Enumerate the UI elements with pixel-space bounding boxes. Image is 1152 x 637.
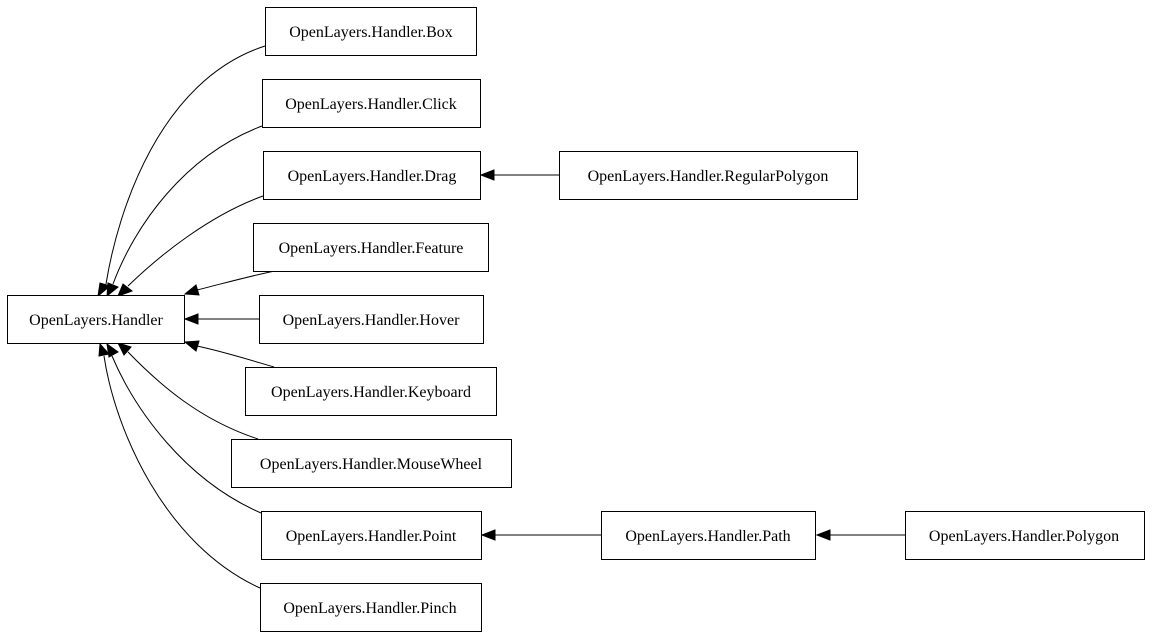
node-polygon[interactable]: OpenLayers.Handler.Polygon	[905, 511, 1145, 560]
edge-polygon-to-path	[815, 529, 905, 541]
edges	[97, 45, 905, 589]
edge-drag-to-handler	[117, 195, 264, 297]
edge-pinch-to-handler	[98, 342, 261, 589]
node-feature[interactable]: OpenLayers.Handler.Feature	[253, 223, 489, 272]
edge-keyboard-to-handler	[183, 340, 275, 368]
node-drag[interactable]: OpenLayers.Handler.Drag	[263, 151, 481, 200]
node-click[interactable]: OpenLayers.Handler.Click	[262, 79, 481, 128]
node-label: OpenLayers.Handler.Box	[289, 24, 453, 41]
edge-regularpolygon-to-drag	[479, 169, 559, 181]
node-hover[interactable]: OpenLayers.Handler.Hover	[259, 295, 484, 344]
node-label: OpenLayers.Handler.Path	[625, 528, 790, 545]
node-label: OpenLayers.Handler.Feature	[279, 240, 464, 257]
edge-box-to-handler	[97, 45, 266, 298]
node-label: OpenLayers.Handler.Drag	[288, 168, 457, 185]
edge-mousewheel-to-handler	[117, 342, 259, 440]
node-path[interactable]: OpenLayers.Handler.Path	[601, 511, 816, 560]
node-pinch[interactable]: OpenLayers.Handler.Pinch	[260, 583, 482, 632]
edge-path-to-point	[480, 529, 601, 541]
node-label: OpenLayers.Handler.Keyboard	[271, 384, 471, 401]
node-label: OpenLayers.Handler.Point	[286, 528, 457, 545]
node-label: OpenLayers.Handler.RegularPolygon	[588, 168, 829, 185]
node-point[interactable]: OpenLayers.Handler.Point	[261, 511, 482, 560]
node-label: OpenLayers.Handler.Click	[285, 96, 457, 113]
edge-click-to-handler	[106, 125, 263, 298]
node-label: OpenLayers.Handler.MouseWheel	[260, 456, 483, 473]
node-mousewheel[interactable]: OpenLayers.Handler.MouseWheel	[231, 439, 512, 488]
edge-hover-to-handler	[183, 313, 259, 325]
edge-feature-to-handler	[183, 270, 276, 296]
node-label: OpenLayers.Handler.Pinch	[283, 600, 456, 617]
edge-point-to-handler	[106, 342, 262, 514]
node-box[interactable]: OpenLayers.Handler.Box	[265, 7, 477, 56]
node-label: OpenLayers.Handler.Hover	[283, 312, 460, 329]
node-label: OpenLayers.Handler	[29, 312, 163, 329]
node-label: OpenLayers.Handler.Polygon	[929, 528, 1119, 545]
node-keyboard[interactable]: OpenLayers.Handler.Keyboard	[245, 367, 497, 416]
node-regularpolygon[interactable]: OpenLayers.Handler.RegularPolygon	[559, 151, 858, 200]
node-handler[interactable]: OpenLayers.Handler	[7, 295, 185, 344]
nodes: OpenLayers.Handler OpenLayers.Handler.Bo…	[7, 7, 1145, 632]
